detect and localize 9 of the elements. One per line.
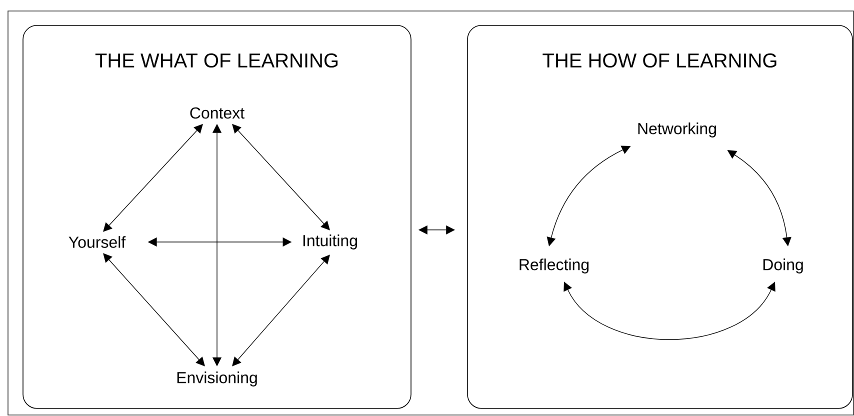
label-text: Yourself bbox=[68, 236, 126, 248]
arrow bbox=[232, 254, 330, 366]
label-text: Intuiting bbox=[303, 234, 357, 250]
label-text: Context bbox=[190, 107, 244, 119]
label-text: Reflecting bbox=[520, 258, 589, 274]
arrow bbox=[103, 253, 205, 366]
label-text: Envisioning bbox=[177, 372, 257, 386]
label-text: Networking bbox=[638, 122, 716, 138]
label-text: Doing bbox=[763, 258, 803, 274]
